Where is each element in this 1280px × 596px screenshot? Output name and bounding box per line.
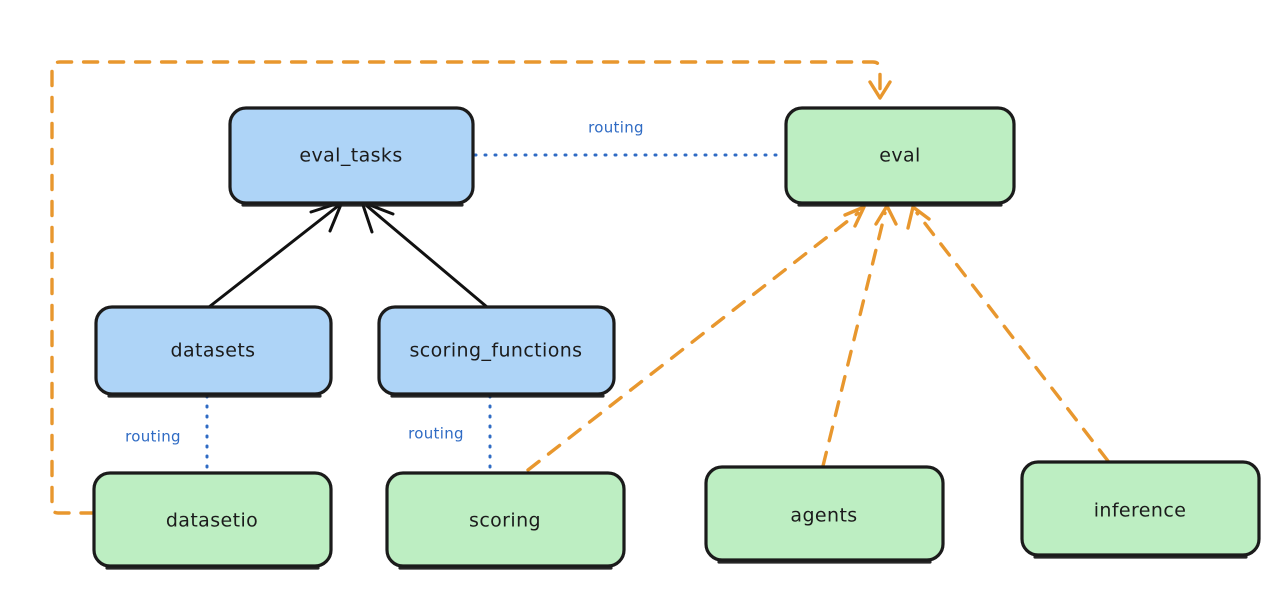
node-inference-shape[interactable] [1020,460,1261,557]
node-scoring-functions-label: scoring_functions [410,340,583,362]
node-scoring-shape[interactable] [385,471,626,568]
node-inference[interactable]: inference [1020,460,1261,559]
node-scoring-functions[interactable]: scoring_functions [377,305,616,398]
node-inference-label: inference [1094,500,1187,522]
node-eval-label: eval [879,145,920,167]
edge-inference-eval [906,205,1110,463]
edge-label-routing-scoring-functions: routing [408,425,464,443]
node-scoring-functions-shape[interactable] [377,305,616,396]
node-eval-tasks[interactable]: eval_tasks [228,106,475,207]
edge-scoring-eval [526,205,866,472]
node-scoring[interactable]: scoring [385,471,626,570]
edge-scoring-functions-eval-tasks [359,199,489,309]
node-eval-tasks-shape[interactable] [228,106,475,205]
node-agents-shape[interactable] [704,465,945,562]
edge-datasets-datasetio-routing: routing [125,394,209,474]
edge-datasetio-eval [50,60,892,515]
node-eval-tasks-label: eval_tasks [299,145,402,167]
node-datasets[interactable]: datasets [94,305,333,398]
node-datasetio-label: datasetio [166,510,258,532]
node-agents[interactable]: agents [704,465,945,564]
node-datasets-label: datasets [171,340,256,362]
node-eval[interactable]: eval [784,106,1016,207]
node-eval-shape[interactable] [784,106,1016,205]
edge-datasets-eval-tasks [207,199,345,309]
edge-label-routing-eval-tasks: routing [588,119,644,137]
edge-eval-tasks-eval-routing: routing [473,119,786,157]
edge-label-routing-datasets: routing [125,428,181,446]
node-agents-label: agents [790,505,857,527]
node-datasets-shape[interactable] [94,305,333,396]
node-datasetio[interactable]: datasetio [92,471,333,570]
edge-agents-eval [821,204,898,468]
node-datasetio-shape[interactable] [92,471,333,568]
node-scoring-label: scoring [469,510,541,532]
edge-scoring-functions-scoring-routing: routing [408,394,492,474]
